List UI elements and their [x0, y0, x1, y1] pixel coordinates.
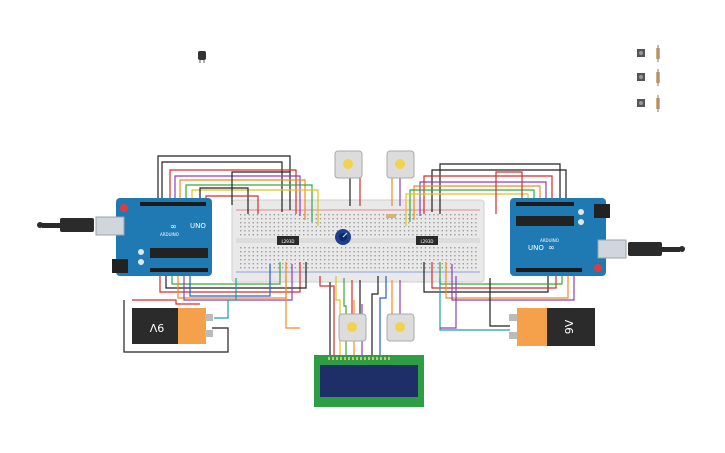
- wire[interactable]: [183, 264, 293, 301]
- power-jack-right: [594, 204, 610, 218]
- breadboard-resistor[interactable]: [386, 214, 396, 218]
- breadboard[interactable]: [231, 199, 485, 283]
- arduino-right-uno: UNO: [528, 244, 544, 252]
- lcd-display[interactable]: [314, 355, 424, 407]
- dc-motor-top-left[interactable]: [334, 150, 363, 179]
- pushbutton-2[interactable]: [637, 73, 645, 81]
- arduino-left-uno: UNO: [190, 222, 206, 230]
- wire[interactable]: [431, 262, 557, 289]
- wire[interactable]: [413, 185, 541, 220]
- wire[interactable]: [179, 179, 306, 220]
- wire[interactable]: [419, 181, 547, 216]
- driver-left-label: L293D: [282, 239, 295, 244]
- wire[interactable]: [161, 161, 283, 212]
- wire[interactable]: [191, 189, 319, 226]
- wire[interactable]: [423, 175, 553, 214]
- wire[interactable]: [489, 278, 510, 327]
- wire[interactable]: [171, 262, 281, 285]
- mcu-chip-right: [516, 216, 574, 226]
- battery-right[interactable]: 9V: [509, 308, 595, 346]
- wire[interactable]: [132, 299, 200, 305]
- battery-left[interactable]: 9V: [132, 308, 213, 344]
- wire[interactable]: [157, 155, 291, 210]
- wire[interactable]: [409, 189, 535, 222]
- usb-port-left: [95, 216, 125, 236]
- resistor-1[interactable]: [656, 45, 660, 62]
- wire[interactable]: [174, 175, 301, 216]
- usb-port-right: [597, 239, 627, 259]
- wire[interactable]: [431, 169, 567, 212]
- wire[interactable]: [495, 171, 523, 214]
- potentiometer[interactable]: [335, 229, 351, 245]
- arduino-left-model: ARDUINO: [160, 232, 179, 237]
- infinity-logo-right: ∞: [548, 243, 555, 252]
- motor-driver-left[interactable]: L293D: [277, 236, 299, 245]
- wire[interactable]: [371, 276, 379, 357]
- dc-motor-top-right[interactable]: [386, 150, 415, 179]
- motor-driver-right[interactable]: L293D: [416, 236, 438, 245]
- battery-left-label: 9V: [149, 321, 164, 334]
- mcu-chip-left: [150, 248, 208, 258]
- wire[interactable]: [319, 276, 335, 357]
- wire[interactable]: [169, 169, 297, 214]
- usb-cable-left: [37, 218, 94, 232]
- wire[interactable]: [159, 262, 301, 293]
- wire[interactable]: [214, 278, 237, 319]
- tmp-sensor-top[interactable]: [198, 51, 206, 63]
- battery-right-label: 9V: [563, 319, 576, 334]
- resistor-2[interactable]: [656, 69, 660, 86]
- wire[interactable]: [189, 264, 271, 297]
- wire[interactable]: [439, 163, 561, 214]
- arduino-right[interactable]: UNO ARDUINO ∞: [510, 198, 627, 276]
- dc-motor-bottom-right[interactable]: [386, 313, 415, 342]
- wires: [123, 155, 575, 357]
- wire[interactable]: [231, 171, 290, 205]
- pushbutton-1[interactable]: [637, 49, 645, 57]
- wire[interactable]: [440, 276, 457, 329]
- arduino-right-model: ARDUINO: [540, 238, 559, 243]
- usb-cable-right: [628, 242, 685, 256]
- pushbutton-3[interactable]: [637, 99, 645, 107]
- driver-right-label: L293D: [421, 239, 434, 244]
- wire[interactable]: [285, 276, 300, 329]
- wire[interactable]: [451, 264, 575, 301]
- infinity-logo-left: ∞: [170, 222, 177, 231]
- arduino-left[interactable]: UNO ARDUINO ∞: [95, 198, 212, 276]
- wire[interactable]: [199, 187, 249, 214]
- wire[interactable]: [123, 300, 229, 353]
- wire[interactable]: [439, 278, 510, 331]
- resistor-3[interactable]: [656, 95, 660, 112]
- power-jack-left: [112, 259, 128, 273]
- wire[interactable]: [379, 276, 387, 357]
- wire[interactable]: [439, 262, 563, 285]
- dc-motor-bottom-left[interactable]: [338, 313, 367, 342]
- wire[interactable]: [445, 262, 569, 299]
- wire[interactable]: [185, 184, 313, 222]
